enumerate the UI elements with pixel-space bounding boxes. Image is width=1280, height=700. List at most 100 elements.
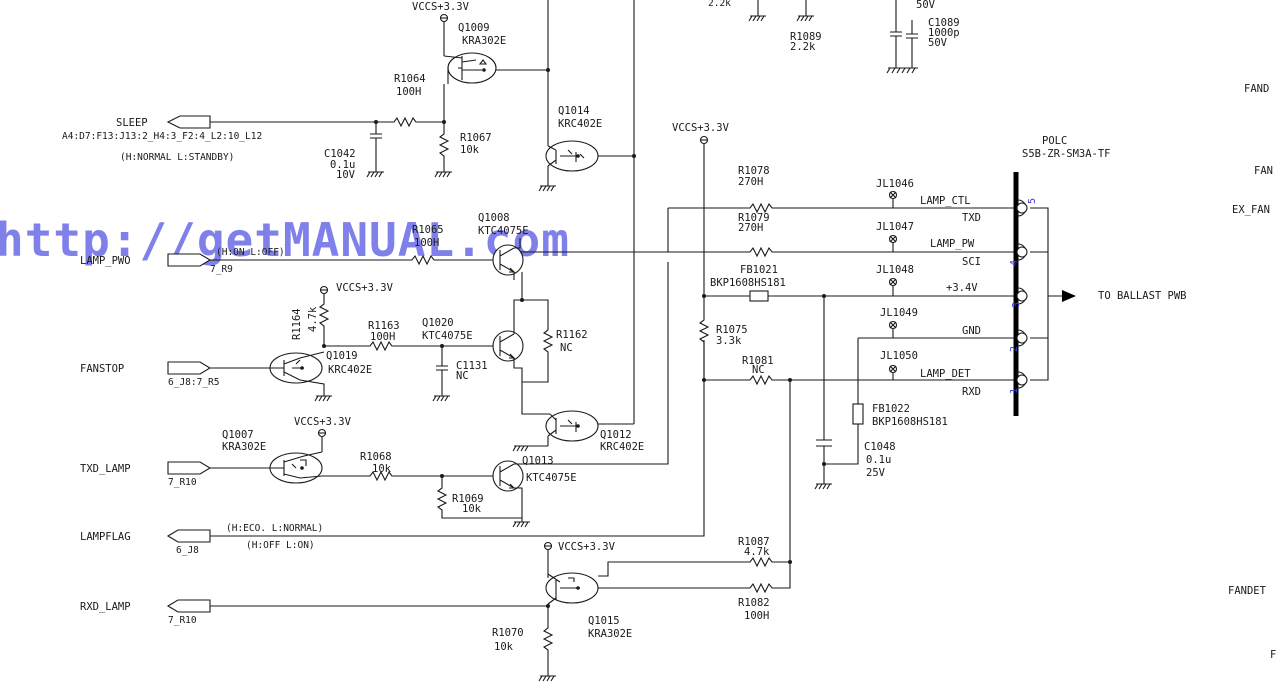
lampflag-note-2: (H:OFF L:ON)	[246, 540, 315, 551]
connector-section: VCCS+3.3V R1075 3.3k R1078 270H R1079 27…	[668, 122, 1187, 490]
fb1021-part: BKP1608HS181	[710, 277, 786, 289]
top-right-partial-area: 2.2k R1089 2.2k 50V C1089 1000p 50V	[708, 0, 960, 74]
r1065-ref: R1065	[412, 224, 444, 236]
c1042-value: 0.1u	[330, 159, 355, 171]
r1079-value: 270H	[738, 222, 763, 234]
r1163-value: 100H	[370, 331, 395, 343]
lamp-pwo-note: (H:ON L:OFF)	[216, 247, 285, 258]
r1081-ref: R1081	[742, 355, 774, 367]
c1089-ref: C1089	[928, 17, 960, 29]
q1008-transistor	[492, 244, 524, 276]
edge-label-fan: FAN	[1254, 165, 1273, 177]
partial-voltage-label: 50V	[916, 0, 936, 11]
svg-text:3: 3	[1011, 302, 1022, 308]
vcc-label-2: VCCS+3.3V	[336, 282, 394, 294]
pin4-signal: LAMP_PW	[930, 238, 975, 250]
svg-text:JL1050: JL1050	[880, 350, 918, 362]
r1069-value: 10k	[462, 503, 482, 515]
vcc-label-4: VCCS+3.3V	[558, 541, 616, 553]
rxd-lamp-label: RXD_LAMP	[80, 601, 131, 613]
txd-lamp-section: VCCS+3.3V Q1007 KRA302E R1068 10k TXD_LA…	[80, 262, 669, 528]
lampflag-flag	[166, 529, 211, 543]
jumper-jl1047: JL1047	[876, 221, 914, 252]
rxd-lamp-flag	[166, 599, 211, 613]
r1089-ref: R1089	[790, 31, 822, 43]
pin5-function: TXD	[962, 212, 981, 224]
sleep-flag	[166, 115, 211, 129]
q1008-ref: Q1008	[478, 212, 510, 224]
pin2-signal: GND	[962, 325, 981, 337]
q1013-transistor	[492, 460, 524, 492]
r1068-value: 10k	[372, 463, 392, 475]
fanstop-label: FANSTOP	[80, 363, 124, 375]
r1087-ref: R1087	[738, 536, 770, 548]
r1082-ref: R1082	[738, 597, 770, 609]
c1042-voltage: 10V	[336, 169, 356, 181]
q1013-part: KTC4075E	[526, 472, 577, 484]
connector-part: S5B-ZR-SM3A-TF	[1022, 148, 1111, 160]
vcc-label-1: VCCS+3.3V	[412, 1, 470, 13]
r1079-ref: R1079	[738, 212, 770, 224]
c1131-value: NC	[456, 370, 469, 382]
r1162-ref: R1162	[556, 329, 588, 341]
lamp-pwo-section: LAMP_PWO 7_R9 (H:ON L:OFF) R1065 100H Q1…	[80, 208, 669, 302]
q1020-transistor	[492, 330, 524, 362]
connector-pin-5: 5	[1016, 198, 1038, 217]
r1081-value: NC	[752, 364, 765, 376]
connector-ref: POLC	[1042, 135, 1067, 147]
sleep-label: SLEEP	[116, 117, 148, 129]
r1089-value: 2.2k	[790, 41, 816, 53]
connector-pin-2: 2	[1009, 329, 1028, 352]
vcc-label-3: VCCS+3.3V	[294, 416, 352, 428]
pin5-signal: LAMP_CTL	[920, 195, 971, 207]
q1015-part: KRA302E	[588, 628, 632, 640]
edge-label-f: F	[1270, 649, 1276, 661]
q1014-ref: Q1014	[558, 105, 590, 117]
q1020-ref: Q1020	[422, 317, 454, 329]
r1164-ref: R1164	[291, 308, 303, 340]
q1012-part: KRC402E	[600, 441, 644, 453]
jumper-jl1050: JL1050	[880, 350, 918, 380]
q1008-part: KTC4075E	[478, 225, 529, 237]
right-edge-labels: FAND FAN EX_FAN FANDET F	[1228, 83, 1276, 661]
txd-lamp-label: TXD_LAMP	[80, 463, 131, 475]
fb1022-part: BKP1608HS181	[872, 416, 948, 428]
edge-label-fandet: FANDET	[1228, 585, 1267, 597]
svg-text:2: 2	[1009, 346, 1020, 352]
lamp-pwo-label: LAMP_PWO	[80, 255, 131, 267]
pin1-signal: LAMP_DET	[920, 368, 971, 380]
q1012-ref: Q1012	[600, 429, 632, 441]
r1065-value: 100H	[414, 237, 439, 249]
fanstop-flag	[167, 361, 212, 375]
c1042-ref: C1042	[324, 148, 356, 160]
r1163-ref: R1163	[368, 320, 400, 332]
lampflag-xref: 6_J8	[176, 545, 199, 556]
vcc-label-5: VCCS+3.3V	[672, 122, 730, 134]
r1075-ref: R1075	[716, 324, 748, 336]
watermark: http://getMANUAL.com	[0, 213, 570, 267]
pin4-function: SCI	[962, 256, 981, 268]
q1007-ref: Q1007	[222, 429, 254, 441]
r1067-ref: R1067	[460, 132, 492, 144]
c1048-value: 0.1u	[866, 454, 891, 466]
c1089-value: 1000p	[928, 27, 960, 39]
q1015-ref: Q1015	[588, 615, 620, 627]
edge-label-ex-fan: EX_FAN	[1232, 204, 1270, 216]
connector-pin-1: 1	[1009, 371, 1028, 394]
q1020-part: KTC4075E	[422, 330, 473, 342]
jumper-jl1049: JL1049	[880, 307, 918, 338]
svg-text:1: 1	[1009, 388, 1020, 394]
sleep-section: VCCS+3.3V Q1009 KRA302E R1064 100H SLEEP…	[62, 0, 636, 424]
sleep-note: (H:NORMAL L:STANDBY)	[120, 152, 234, 163]
rxd-lamp-xref: 7_R10	[168, 615, 197, 626]
arrow-to-ballast-icon	[1062, 290, 1076, 302]
r1082-value: 100H	[744, 610, 769, 622]
svg-text:5: 5	[1027, 198, 1038, 204]
connector-destination: TO BALLAST PWB	[1098, 290, 1187, 302]
r1164-value: 4.7k	[307, 306, 319, 332]
q1009-part: KRA302E	[462, 35, 506, 47]
r1070-value: 10k	[494, 641, 514, 653]
r1078-ref: R1078	[738, 165, 770, 177]
svg-text:JL1047: JL1047	[876, 221, 914, 233]
